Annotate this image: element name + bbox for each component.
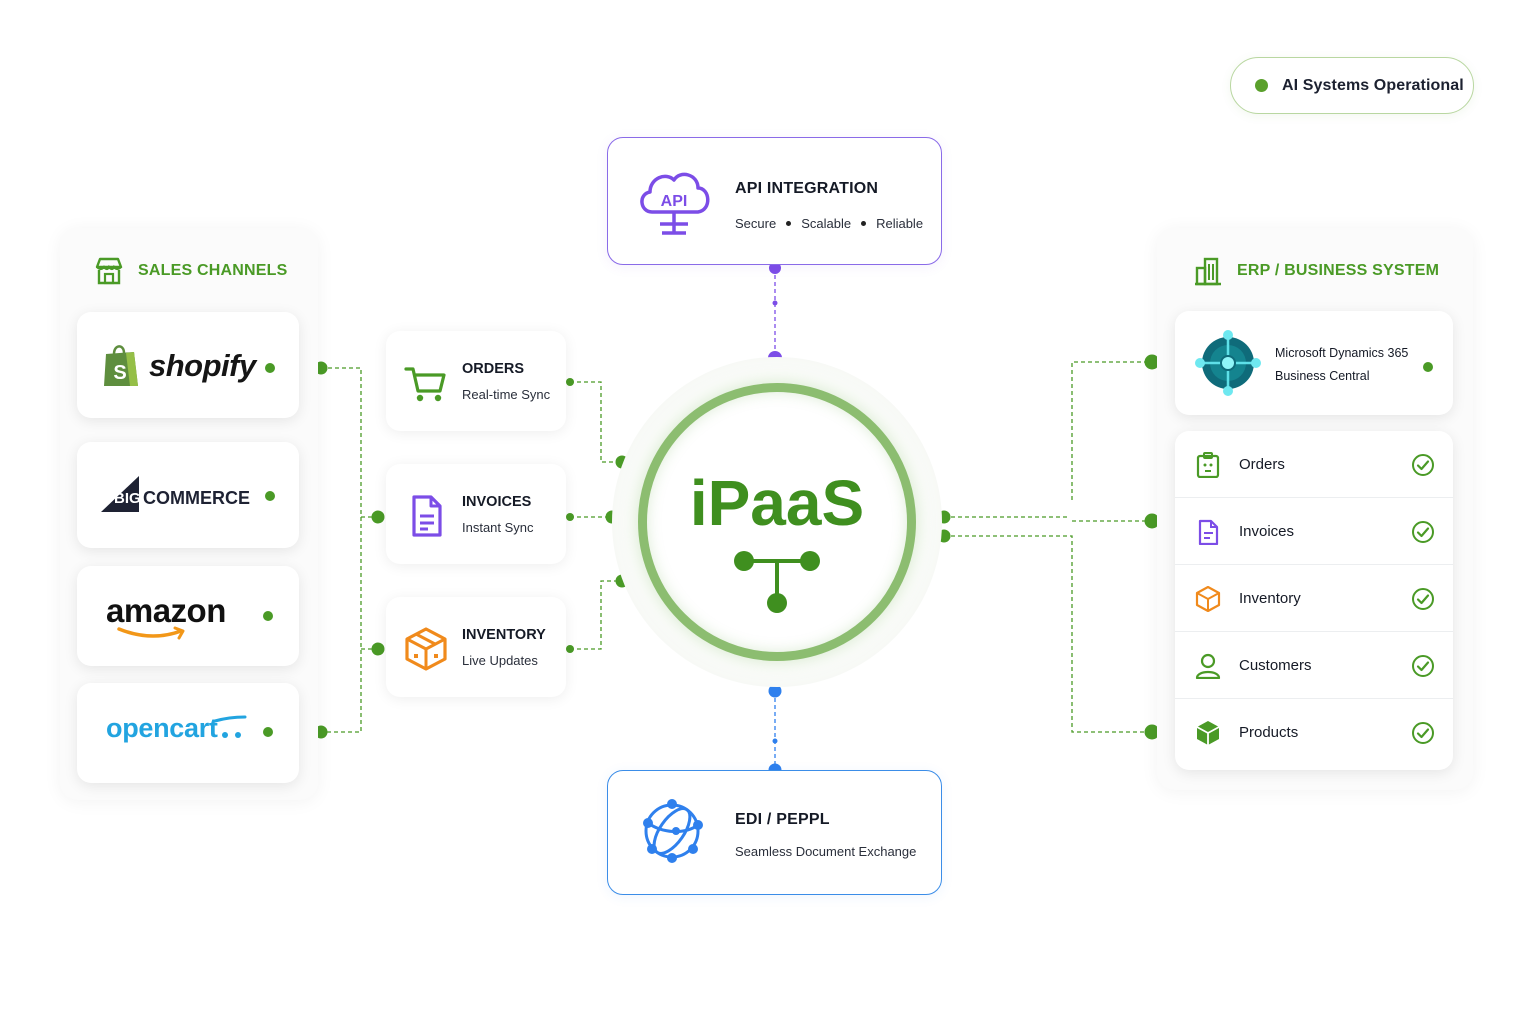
flow-title-invoices: INVOICES bbox=[462, 494, 532, 510]
erp-item-customers[interactable]: Customers bbox=[1175, 633, 1453, 699]
shopify-wordmark: shopify bbox=[149, 348, 256, 383]
status-dot bbox=[1255, 79, 1268, 92]
erp-header: ERP / BUSINESS SYSTEM bbox=[1193, 256, 1439, 286]
ipaas-hub bbox=[638, 383, 916, 661]
channel-status-dot bbox=[265, 363, 275, 373]
hub-network-icon bbox=[734, 551, 820, 613]
api-feature-reliable: Reliable bbox=[876, 216, 924, 231]
erp-item-invoices[interactable]: Invoices bbox=[1175, 499, 1453, 565]
svg-text:S: S bbox=[113, 362, 126, 384]
flow-title-orders: ORDERS bbox=[462, 361, 525, 377]
cloud-api-icon: API bbox=[640, 172, 710, 235]
bigcommerce-wordmark: COMMERCE bbox=[143, 488, 250, 508]
flow-card-inventory[interactable]: INVENTORY Live Updates bbox=[386, 597, 566, 697]
amazon-smile-icon bbox=[117, 626, 185, 640]
api-features: Secure Scalable Reliable bbox=[735, 216, 923, 231]
erp-title: ERP / BUSINESS SYSTEM bbox=[1237, 262, 1440, 279]
channel-status-dot bbox=[263, 727, 273, 737]
channel-card-shopify[interactable]: S shopify bbox=[77, 312, 299, 418]
flow-card-orders[interactable]: ORDERS Real-time Sync bbox=[386, 331, 566, 431]
check-circle-icon bbox=[1412, 521, 1434, 543]
check-circle-icon bbox=[1412, 454, 1434, 476]
edi-title: EDI / PEPPL bbox=[735, 811, 830, 828]
status-text: AI Systems Operational bbox=[1282, 76, 1464, 94]
flow-title-inventory: INVENTORY bbox=[462, 627, 546, 643]
bigcommerce-icon bbox=[101, 476, 139, 512]
channel-card-opencart[interactable]: opencart bbox=[77, 683, 299, 783]
api-feature-scalable: Scalable bbox=[801, 216, 852, 231]
flow-subtitle-inventory: Live Updates bbox=[462, 653, 538, 668]
erp-item-label: Customers bbox=[1239, 657, 1312, 674]
edi-peppl-box: EDI / PEPPL Seamless Document Exchange bbox=[607, 770, 942, 895]
box-icon bbox=[405, 627, 447, 671]
erp-item-label: Products bbox=[1239, 724, 1299, 741]
api-integration-box: API API INTEGRATION Secure Scalable Reli… bbox=[607, 137, 942, 265]
erp-system-card[interactable]: Microsoft Dynamics 365 Business Central bbox=[1175, 311, 1453, 415]
erp-item-orders[interactable]: Orders bbox=[1175, 432, 1453, 498]
channel-card-amazon[interactable]: amazon bbox=[77, 566, 299, 666]
sales-channels-panel: SALES CHANNELS S shopify BIG COMMERCE am… bbox=[60, 228, 318, 800]
package-icon bbox=[1195, 586, 1221, 612]
user-icon bbox=[1195, 653, 1221, 679]
invoice-icon bbox=[1198, 519, 1219, 545]
erp-status-dot bbox=[1423, 362, 1433, 372]
erp-system-subname: Business Central bbox=[1275, 369, 1370, 383]
check-circle-icon bbox=[1412, 655, 1434, 677]
cube-icon bbox=[1196, 721, 1220, 745]
erp-item-label: Orders bbox=[1239, 456, 1285, 473]
bigcommerce-prefix: BIG bbox=[114, 490, 141, 507]
erp-item-inventory[interactable]: Inventory bbox=[1175, 566, 1453, 632]
erp-item-label: Inventory bbox=[1239, 590, 1301, 607]
dynamics-365-icon bbox=[1195, 330, 1261, 396]
status-pill: AI Systems Operational bbox=[1230, 57, 1474, 114]
bullet-separator bbox=[861, 221, 867, 226]
check-circle-icon bbox=[1412, 722, 1434, 744]
globe-network-icon bbox=[643, 799, 703, 863]
flow-card-invoices[interactable]: INVOICES Instant Sync bbox=[386, 464, 566, 564]
check-circle-icon bbox=[1412, 588, 1434, 610]
shopify-bag-icon: S bbox=[104, 345, 138, 386]
channel-status-dot bbox=[265, 491, 275, 501]
flow-subtitle-invoices: Instant Sync bbox=[462, 520, 534, 535]
erp-system-name: Microsoft Dynamics 365 bbox=[1275, 346, 1409, 360]
clipboard-icon bbox=[1196, 452, 1220, 478]
storefront-icon bbox=[95, 257, 123, 285]
bullet-separator bbox=[786, 221, 792, 226]
building-icon bbox=[1195, 257, 1221, 286]
erp-item-products[interactable]: Products bbox=[1175, 700, 1453, 766]
channel-card-bigcommerce[interactable]: BIG COMMERCE bbox=[77, 442, 299, 548]
channel-status-dot bbox=[263, 611, 273, 621]
erp-item-label: Invoices bbox=[1239, 523, 1295, 540]
api-feature-secure: Secure bbox=[735, 216, 777, 231]
api-title: API INTEGRATION bbox=[735, 180, 879, 197]
document-icon bbox=[412, 495, 442, 537]
edi-subtitle: Seamless Document Exchange bbox=[735, 844, 917, 859]
hub-title: iPaaS bbox=[689, 467, 865, 539]
flow-subtitle-orders: Real-time Sync bbox=[462, 387, 551, 402]
amazon-wordmark: amazon bbox=[106, 592, 226, 629]
api-icon-text: API bbox=[661, 193, 688, 210]
sales-channels-header: SALES CHANNELS bbox=[94, 256, 287, 286]
opencart-cart-icon bbox=[213, 715, 247, 738]
opencart-wordmark: opencart bbox=[106, 713, 218, 743]
cart-icon bbox=[404, 367, 446, 402]
sales-channels-title: SALES CHANNELS bbox=[138, 262, 288, 279]
